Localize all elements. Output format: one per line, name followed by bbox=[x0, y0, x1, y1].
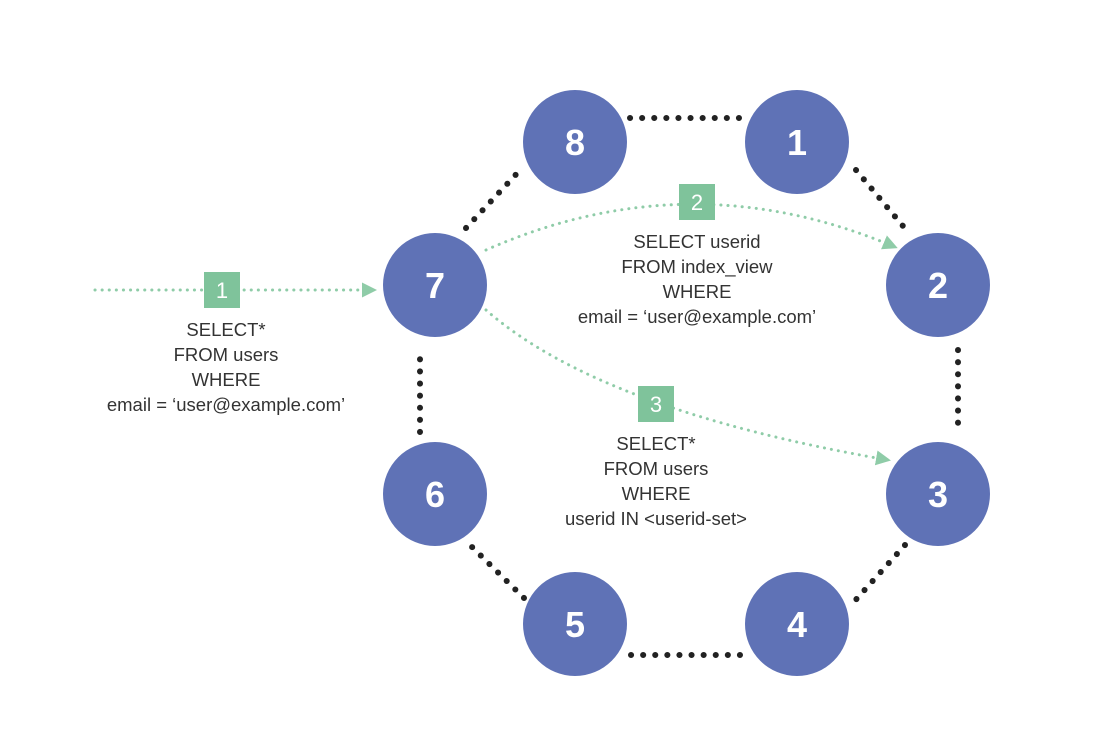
query-1-line: FROM users bbox=[174, 344, 279, 365]
step-3-label: 3 bbox=[650, 392, 662, 417]
ring-connections bbox=[417, 115, 961, 658]
query-1-line: WHERE bbox=[192, 369, 261, 390]
query-3: SELECT* FROM users WHERE userid IN <user… bbox=[565, 433, 747, 529]
node-7-label: 7 bbox=[425, 265, 445, 306]
node-1-label: 1 bbox=[787, 122, 807, 163]
arrow-7-to-3 bbox=[484, 308, 891, 466]
query-2: SELECT userid FROM index_view WHERE emai… bbox=[578, 231, 816, 327]
arrow-7-to-2 bbox=[484, 202, 898, 252]
node-4-label: 4 bbox=[787, 604, 807, 645]
query-3-line: SELECT* bbox=[616, 433, 695, 454]
query-3-line: userid IN <userid-set> bbox=[565, 508, 747, 529]
query-1: SELECT* FROM users WHERE email = ‘user@e… bbox=[107, 319, 345, 415]
query-2-line: email = ‘user@example.com’ bbox=[578, 306, 816, 327]
node-7: 7 bbox=[383, 233, 487, 337]
query-1-line: SELECT* bbox=[186, 319, 265, 340]
step-2-badge: 2 bbox=[679, 184, 715, 220]
step-3-badge: 3 bbox=[638, 386, 674, 422]
query-2-line: FROM index_view bbox=[621, 256, 773, 278]
ring-link-1-2 bbox=[853, 167, 911, 235]
node-1: 1 bbox=[745, 90, 849, 194]
step-1-badge: 1 bbox=[204, 272, 240, 308]
node-5-label: 5 bbox=[565, 604, 585, 645]
request-arrows bbox=[93, 202, 898, 466]
step-1-label: 1 bbox=[216, 278, 228, 303]
node-3: 3 bbox=[886, 442, 990, 546]
ring-link-7-8 bbox=[463, 165, 525, 231]
query-3-line: FROM users bbox=[604, 458, 709, 479]
step-2-label: 2 bbox=[691, 190, 703, 215]
node-5: 5 bbox=[523, 572, 627, 676]
query-1-line: email = ‘user@example.com’ bbox=[107, 394, 345, 415]
node-6-label: 6 bbox=[425, 474, 445, 515]
node-2-label: 2 bbox=[928, 265, 948, 306]
ring-link-3-4 bbox=[849, 542, 908, 607]
node-4: 4 bbox=[745, 572, 849, 676]
query-2-line: WHERE bbox=[663, 281, 732, 302]
node-8: 8 bbox=[523, 90, 627, 194]
node-6: 6 bbox=[383, 442, 487, 546]
ring-link-5-6 bbox=[467, 542, 527, 601]
node-8-label: 8 bbox=[565, 122, 585, 163]
query-3-line: WHERE bbox=[622, 483, 691, 504]
query-2-line: SELECT userid bbox=[633, 231, 760, 252]
node-2: 2 bbox=[886, 233, 990, 337]
node-3-label: 3 bbox=[928, 474, 948, 515]
